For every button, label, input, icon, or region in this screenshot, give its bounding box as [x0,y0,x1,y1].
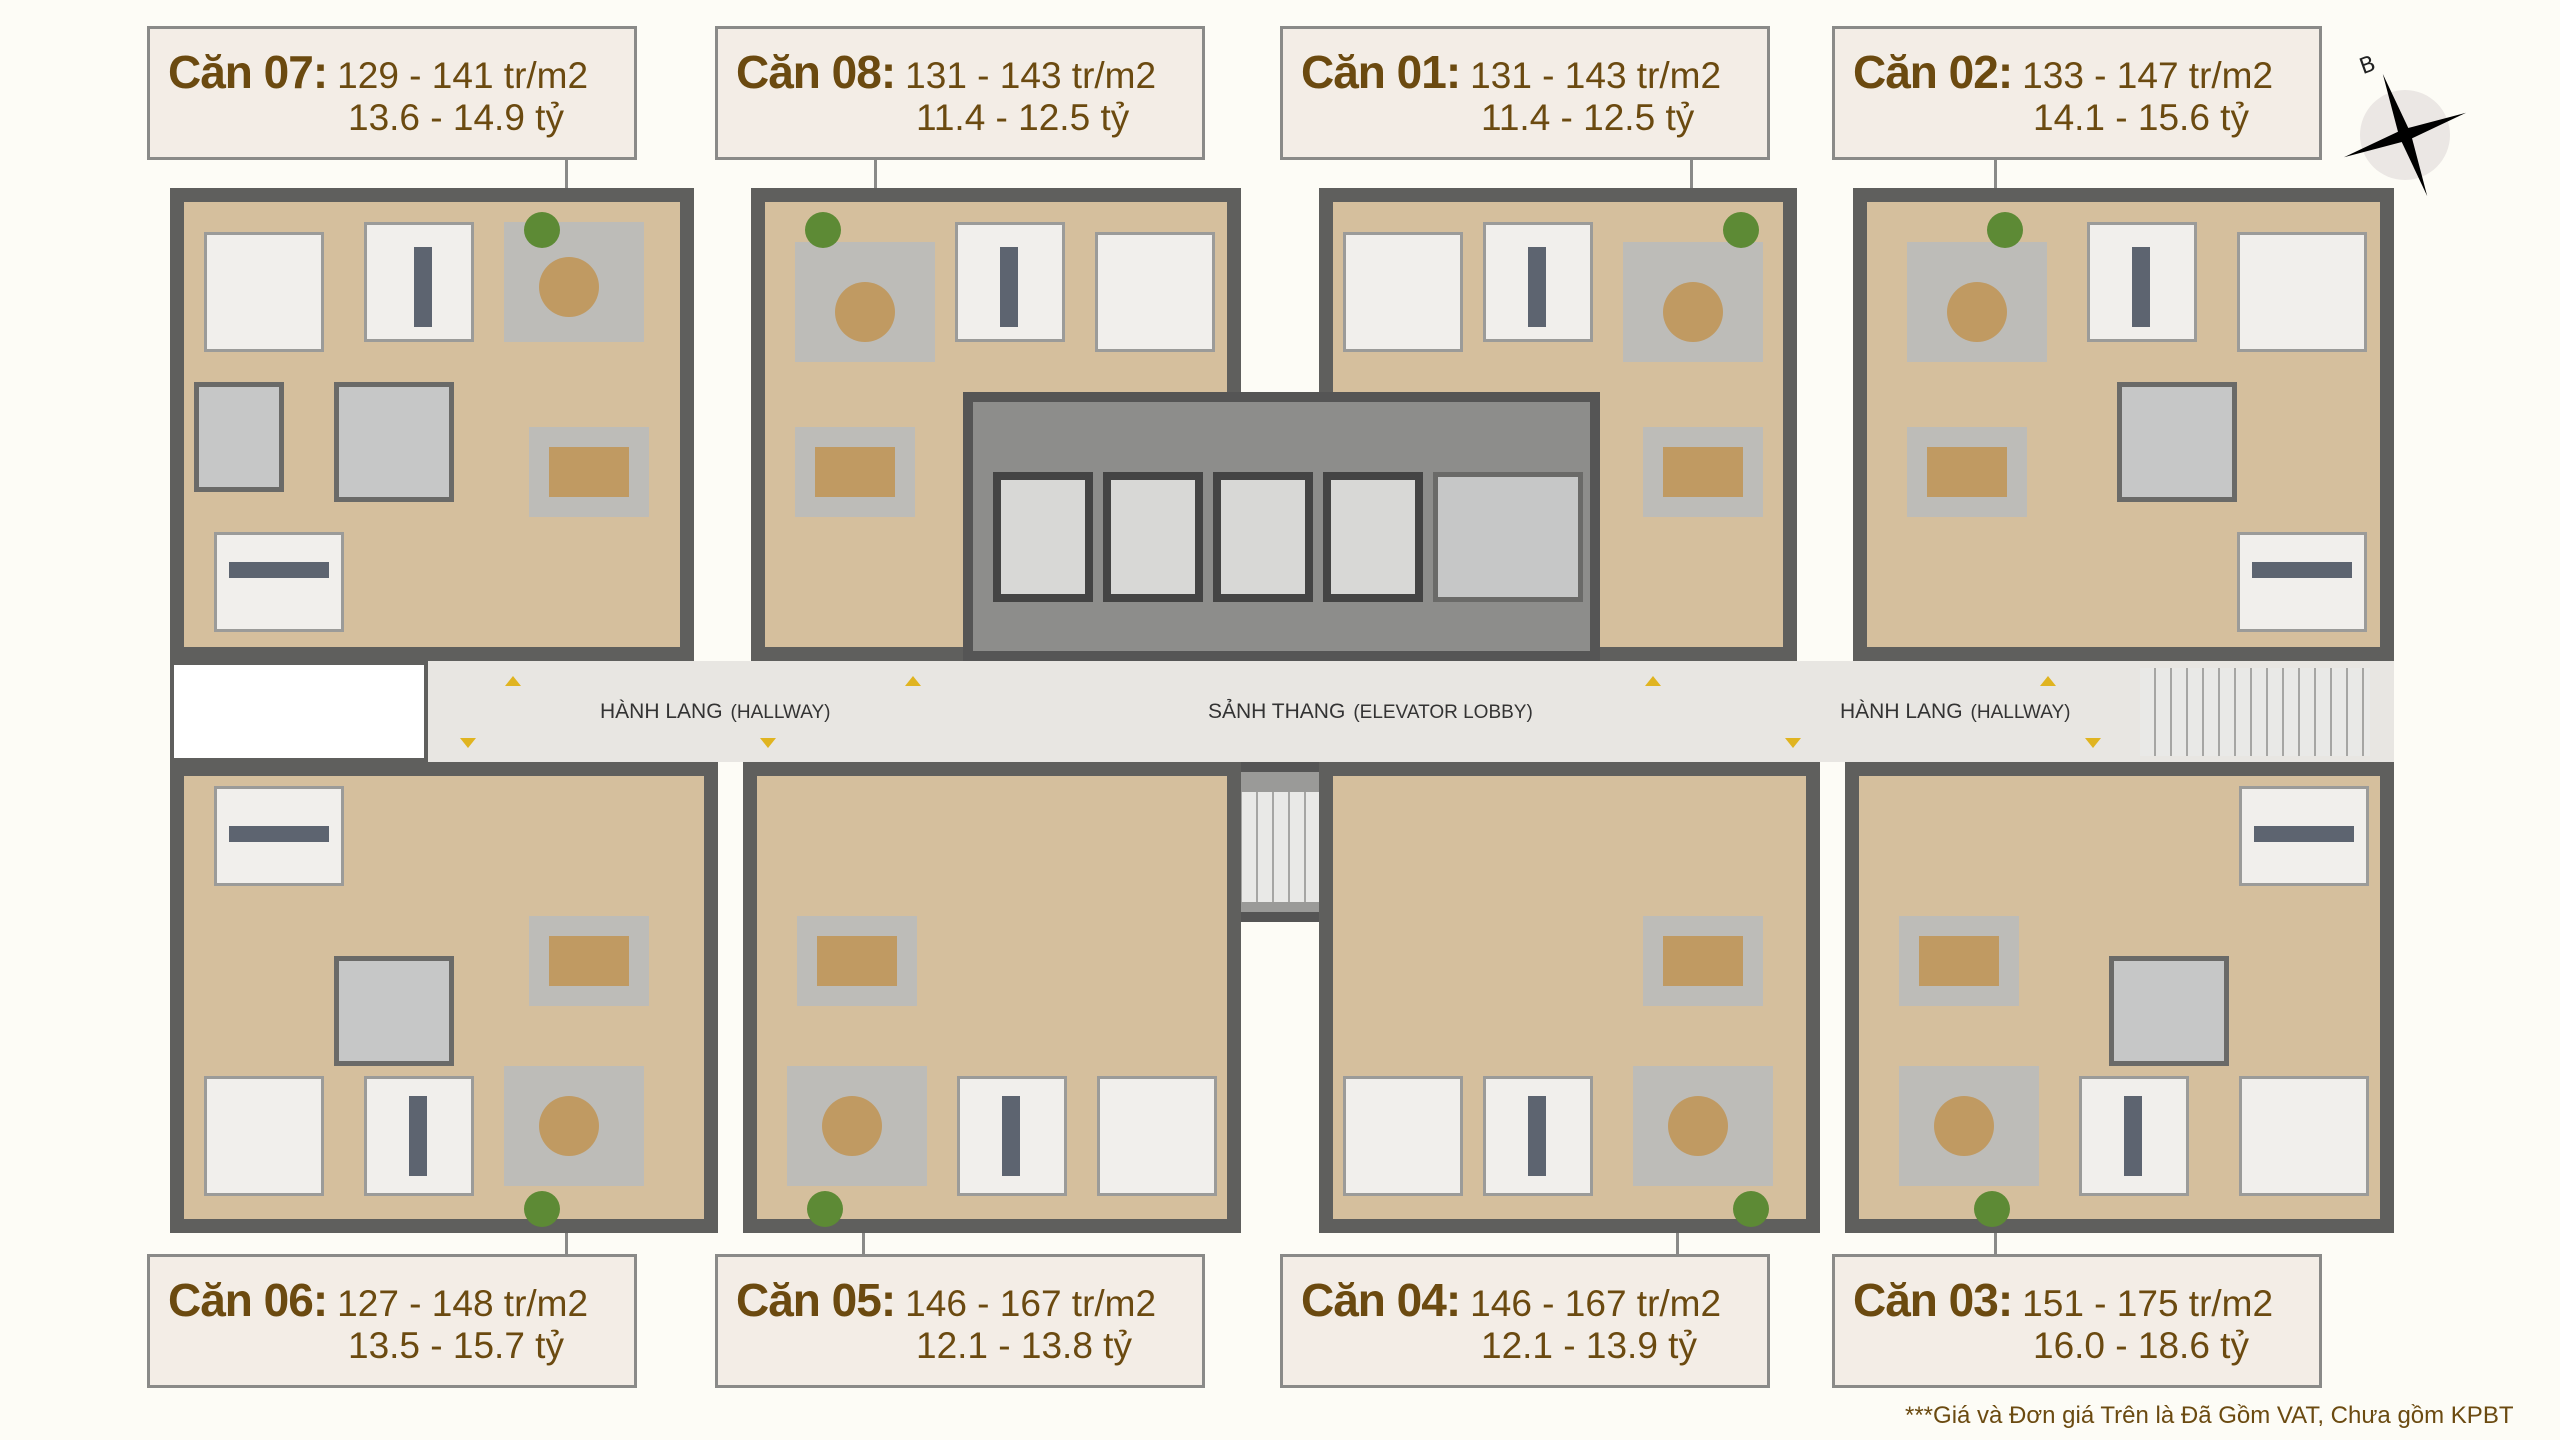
north-label: B [2356,51,2379,80]
price-per-m2: 151 - 175 tr/m2 [2022,1283,2274,1324]
price-per-m2: 146 - 167 tr/m2 [905,1283,1157,1324]
unit-name: Căn 04: [1301,1274,1461,1326]
elevator [993,472,1093,602]
unit-name: Căn 05: [736,1274,896,1326]
elevator-core [963,392,1600,661]
unit-name: Căn 03: [1853,1274,2013,1326]
unit-name: Căn 01: [1301,46,1461,98]
unit-name: Căn 02: [1853,46,2013,98]
hallway-end [170,661,428,762]
hallway-label-right: HÀNH LANG(HALLWAY) [1840,700,2071,723]
unit-label-01: Căn 01:131 - 143 tr/m2 11.4 - 12.5 tỷ [1280,26,1770,160]
price-per-m2: 127 - 148 tr/m2 [337,1283,589,1324]
total-price: 12.1 - 13.9 tỷ [1481,1325,1697,1366]
price-per-m2: 131 - 143 tr/m2 [905,55,1157,96]
hallway [170,661,2394,762]
unit-04 [1319,762,1820,1233]
price-per-m2: 133 - 147 tr/m2 [2022,55,2274,96]
total-price: 13.6 - 14.9 tỷ [348,97,564,138]
floor-plan: HÀNH LANG(HALLWAY) SẢNH THANG(ELEVATOR L… [170,188,2394,1233]
unit-label-04: Căn 04:146 - 167 tr/m2 12.1 - 13.9 tỷ [1280,1254,1770,1388]
unit-name: Căn 06: [168,1274,328,1326]
unit-label-08: Căn 08:131 - 143 tr/m2 11.4 - 12.5 tỷ [715,26,1205,160]
elevator [1103,472,1203,602]
total-price: 14.1 - 15.6 tỷ [2033,97,2249,138]
total-price: 11.4 - 12.5 tỷ [1481,97,1695,138]
total-price: 12.1 - 13.8 tỷ [916,1325,1132,1366]
hallway-label-left: HÀNH LANG(HALLWAY) [600,700,831,723]
compass: B [2340,50,2470,200]
elevator [1323,472,1423,602]
unit-name: Căn 08: [736,46,896,98]
unit-03 [1845,762,2394,1233]
total-price: 13.5 - 15.7 tỷ [348,1325,564,1366]
unit-name: Căn 07: [168,46,328,98]
elevator [1213,472,1313,602]
unit-05 [743,762,1241,1233]
price-footnote: ***Giá và Đơn giá Trên là Đã Gồm VAT, Ch… [1905,1402,2514,1429]
total-price: 11.4 - 12.5 tỷ [916,97,1130,138]
unit-label-06: Căn 06:127 - 148 tr/m2 13.5 - 15.7 tỷ [147,1254,637,1388]
unit-label-05: Căn 05:146 - 167 tr/m2 12.1 - 13.8 tỷ [715,1254,1205,1388]
price-per-m2: 146 - 167 tr/m2 [1470,1283,1722,1324]
unit-07 [170,188,694,661]
unit-label-02: Căn 02:133 - 147 tr/m2 14.1 - 15.6 tỷ [1832,26,2322,160]
stairs [2140,668,2370,756]
elevator-lobby-label: SẢNH THANG(ELEVATOR LOBBY) [1208,700,1533,723]
compass-rose-icon: B [2343,51,2467,197]
unit-label-03: Căn 03:151 - 175 tr/m2 16.0 - 18.6 tỷ [1832,1254,2322,1388]
unit-02 [1853,188,2394,661]
price-per-m2: 129 - 141 tr/m2 [337,55,589,96]
total-price: 16.0 - 18.6 tỷ [2033,1325,2249,1366]
price-per-m2: 131 - 143 tr/m2 [1470,55,1722,96]
unit-label-07: Căn 07:129 - 141 tr/m2 13.6 - 14.9 tỷ [147,26,637,160]
unit-06 [170,762,718,1233]
